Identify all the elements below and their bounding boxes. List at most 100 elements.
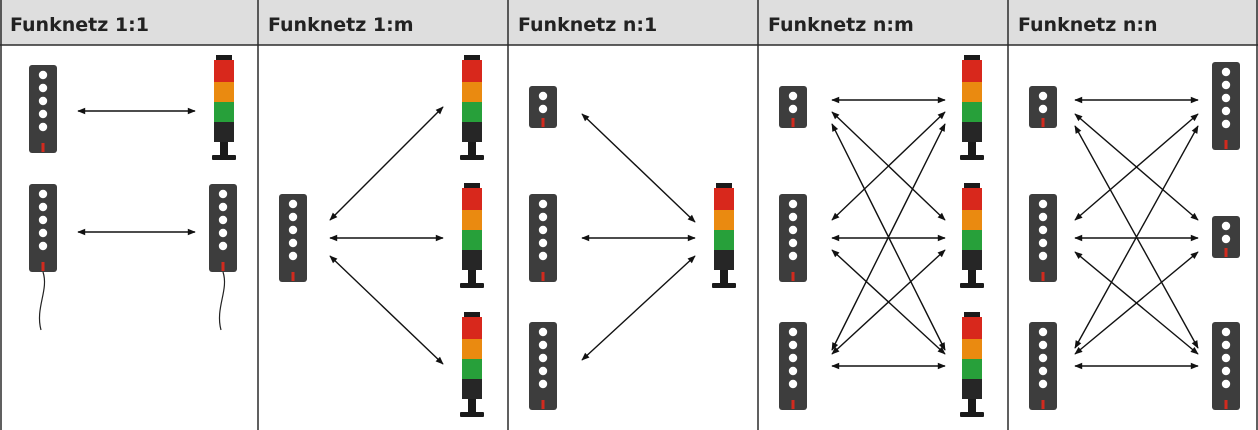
transmitter-5-button-icon: [29, 184, 57, 272]
indicator-led: [541, 400, 545, 409]
transmitter-5-button-icon: [279, 194, 307, 282]
radio-link-arrow: [329, 255, 444, 365]
signal-tower-icon: [960, 312, 984, 417]
transmitter-button: [538, 251, 548, 261]
transmitter-button: [38, 122, 48, 132]
transmitter-button: [1221, 366, 1231, 376]
lamp-green: [962, 359, 982, 379]
transmitter-button: [1038, 366, 1048, 376]
header-band: [0, 0, 1258, 45]
transmitter-5-button-icon: [1212, 62, 1240, 150]
transmitter-button: [1038, 104, 1048, 114]
lamp-orange: [714, 210, 734, 230]
transmitter-button: [788, 238, 798, 248]
transmitter-button: [1038, 327, 1048, 337]
radio-link-arrow: [1074, 251, 1199, 355]
indicator-led: [541, 118, 545, 127]
transmitter-button: [288, 225, 298, 235]
transmitter-button: [788, 212, 798, 222]
header-funknetz-n-1: Funknetz n:1: [518, 14, 657, 36]
indicator-led: [791, 272, 795, 281]
indicator-led: [541, 272, 545, 281]
transmitter-button: [538, 238, 548, 248]
lamp-dark: [214, 122, 234, 142]
transmitter-button: [1221, 379, 1231, 389]
transmitter-button: [538, 212, 548, 222]
indicator-led: [291, 272, 295, 281]
transmitter-button: [1221, 93, 1231, 103]
transmitter-5-button-icon: [779, 322, 807, 410]
lamp-dark: [714, 250, 734, 270]
transmitter-button: [538, 366, 548, 376]
lamp-orange: [962, 339, 982, 359]
lamp-green: [714, 230, 734, 250]
lamp-orange: [962, 82, 982, 102]
transmitter-button: [38, 83, 48, 93]
transmitter-button: [538, 340, 548, 350]
lamp-orange: [214, 82, 234, 102]
transmitter-button: [788, 104, 798, 114]
panel-n-to-m: [779, 55, 984, 417]
transmitter-5-button-icon: [1029, 322, 1057, 410]
transmitter-button: [1038, 199, 1048, 209]
transmitter-button: [38, 241, 48, 251]
transmitter-button: [1038, 379, 1048, 389]
indicator-led: [791, 118, 795, 127]
transmitter-button: [1221, 67, 1231, 77]
lamp-green: [962, 230, 982, 250]
lamp-dark: [462, 122, 482, 142]
transmitter-button: [1038, 225, 1048, 235]
lamp-dark: [962, 122, 982, 142]
transmitter-button: [538, 353, 548, 363]
lamp-red: [962, 188, 982, 210]
signal-tower-icon: [460, 312, 484, 417]
lamp-orange: [462, 210, 482, 230]
transmitter-button: [38, 96, 48, 106]
indicator-led: [791, 400, 795, 409]
lamp-orange: [962, 210, 982, 230]
cable-icon: [218, 271, 226, 331]
transmitter-2-button-icon: [1212, 216, 1240, 258]
transmitter-button: [788, 327, 798, 337]
transmitter-button: [538, 225, 548, 235]
lamp-dark: [962, 379, 982, 399]
transmitter-5-button-icon: [529, 322, 557, 410]
transmitter-button: [288, 251, 298, 261]
transmitter-2-button-icon: [529, 86, 557, 128]
indicator-led: [1041, 118, 1045, 127]
transmitter-button: [288, 212, 298, 222]
transmitter-button: [1038, 353, 1048, 363]
lamp-green: [462, 359, 482, 379]
indicator-led: [221, 262, 225, 271]
lamp-green: [462, 102, 482, 122]
lamp-red: [462, 317, 482, 339]
lamp-dark: [462, 379, 482, 399]
transmitter-button: [218, 241, 228, 251]
panel-n-to-n: [1029, 62, 1240, 410]
transmitter-button: [538, 327, 548, 337]
transmitter-button: [38, 215, 48, 225]
transmitter-button: [38, 189, 48, 199]
transmitter-button: [1221, 353, 1231, 363]
transmitter-5-button-icon: [209, 184, 237, 272]
transmitter-5-button-icon: [1212, 322, 1240, 410]
lamp-dark: [462, 250, 482, 270]
transmitter-button: [1221, 221, 1231, 231]
transmitter-5-button-icon: [29, 65, 57, 153]
transmitter-5-button-icon: [529, 194, 557, 282]
cable-icon: [38, 271, 46, 331]
transmitter-button: [218, 228, 228, 238]
lamp-red: [462, 188, 482, 210]
indicator-led: [1041, 400, 1045, 409]
transmitter-button: [1038, 91, 1048, 101]
lamp-green: [962, 102, 982, 122]
transmitter-button: [788, 366, 798, 376]
signal-tower-icon: [960, 55, 984, 160]
lamp-green: [462, 230, 482, 250]
transmitter-button: [538, 104, 548, 114]
transmitter-button: [788, 225, 798, 235]
radio-link-arrow: [581, 113, 696, 223]
transmitter-button: [538, 91, 548, 101]
